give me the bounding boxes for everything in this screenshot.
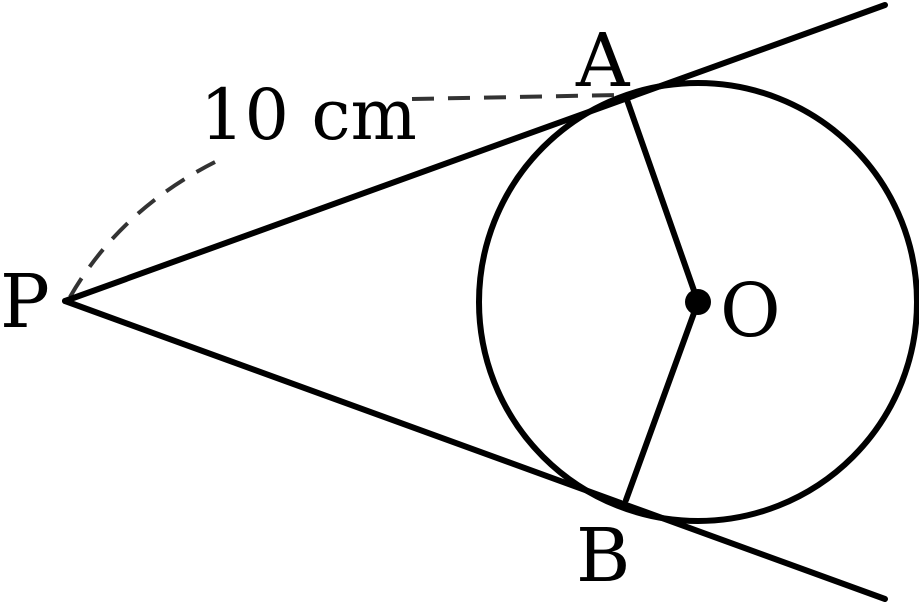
label-length-pa: 10 cm xyxy=(200,74,417,156)
radius-ob xyxy=(623,299,701,503)
center-point xyxy=(685,289,711,315)
circle xyxy=(476,80,919,524)
label-a: A xyxy=(575,18,631,104)
radius-oa xyxy=(623,94,701,305)
label-b: B xyxy=(576,513,630,599)
label-o: O xyxy=(720,268,781,354)
tangent-line-pb xyxy=(62,298,888,602)
dimension-arc-left xyxy=(68,160,216,298)
tangent-line-pa xyxy=(62,2,888,304)
label-p: P xyxy=(0,259,50,345)
